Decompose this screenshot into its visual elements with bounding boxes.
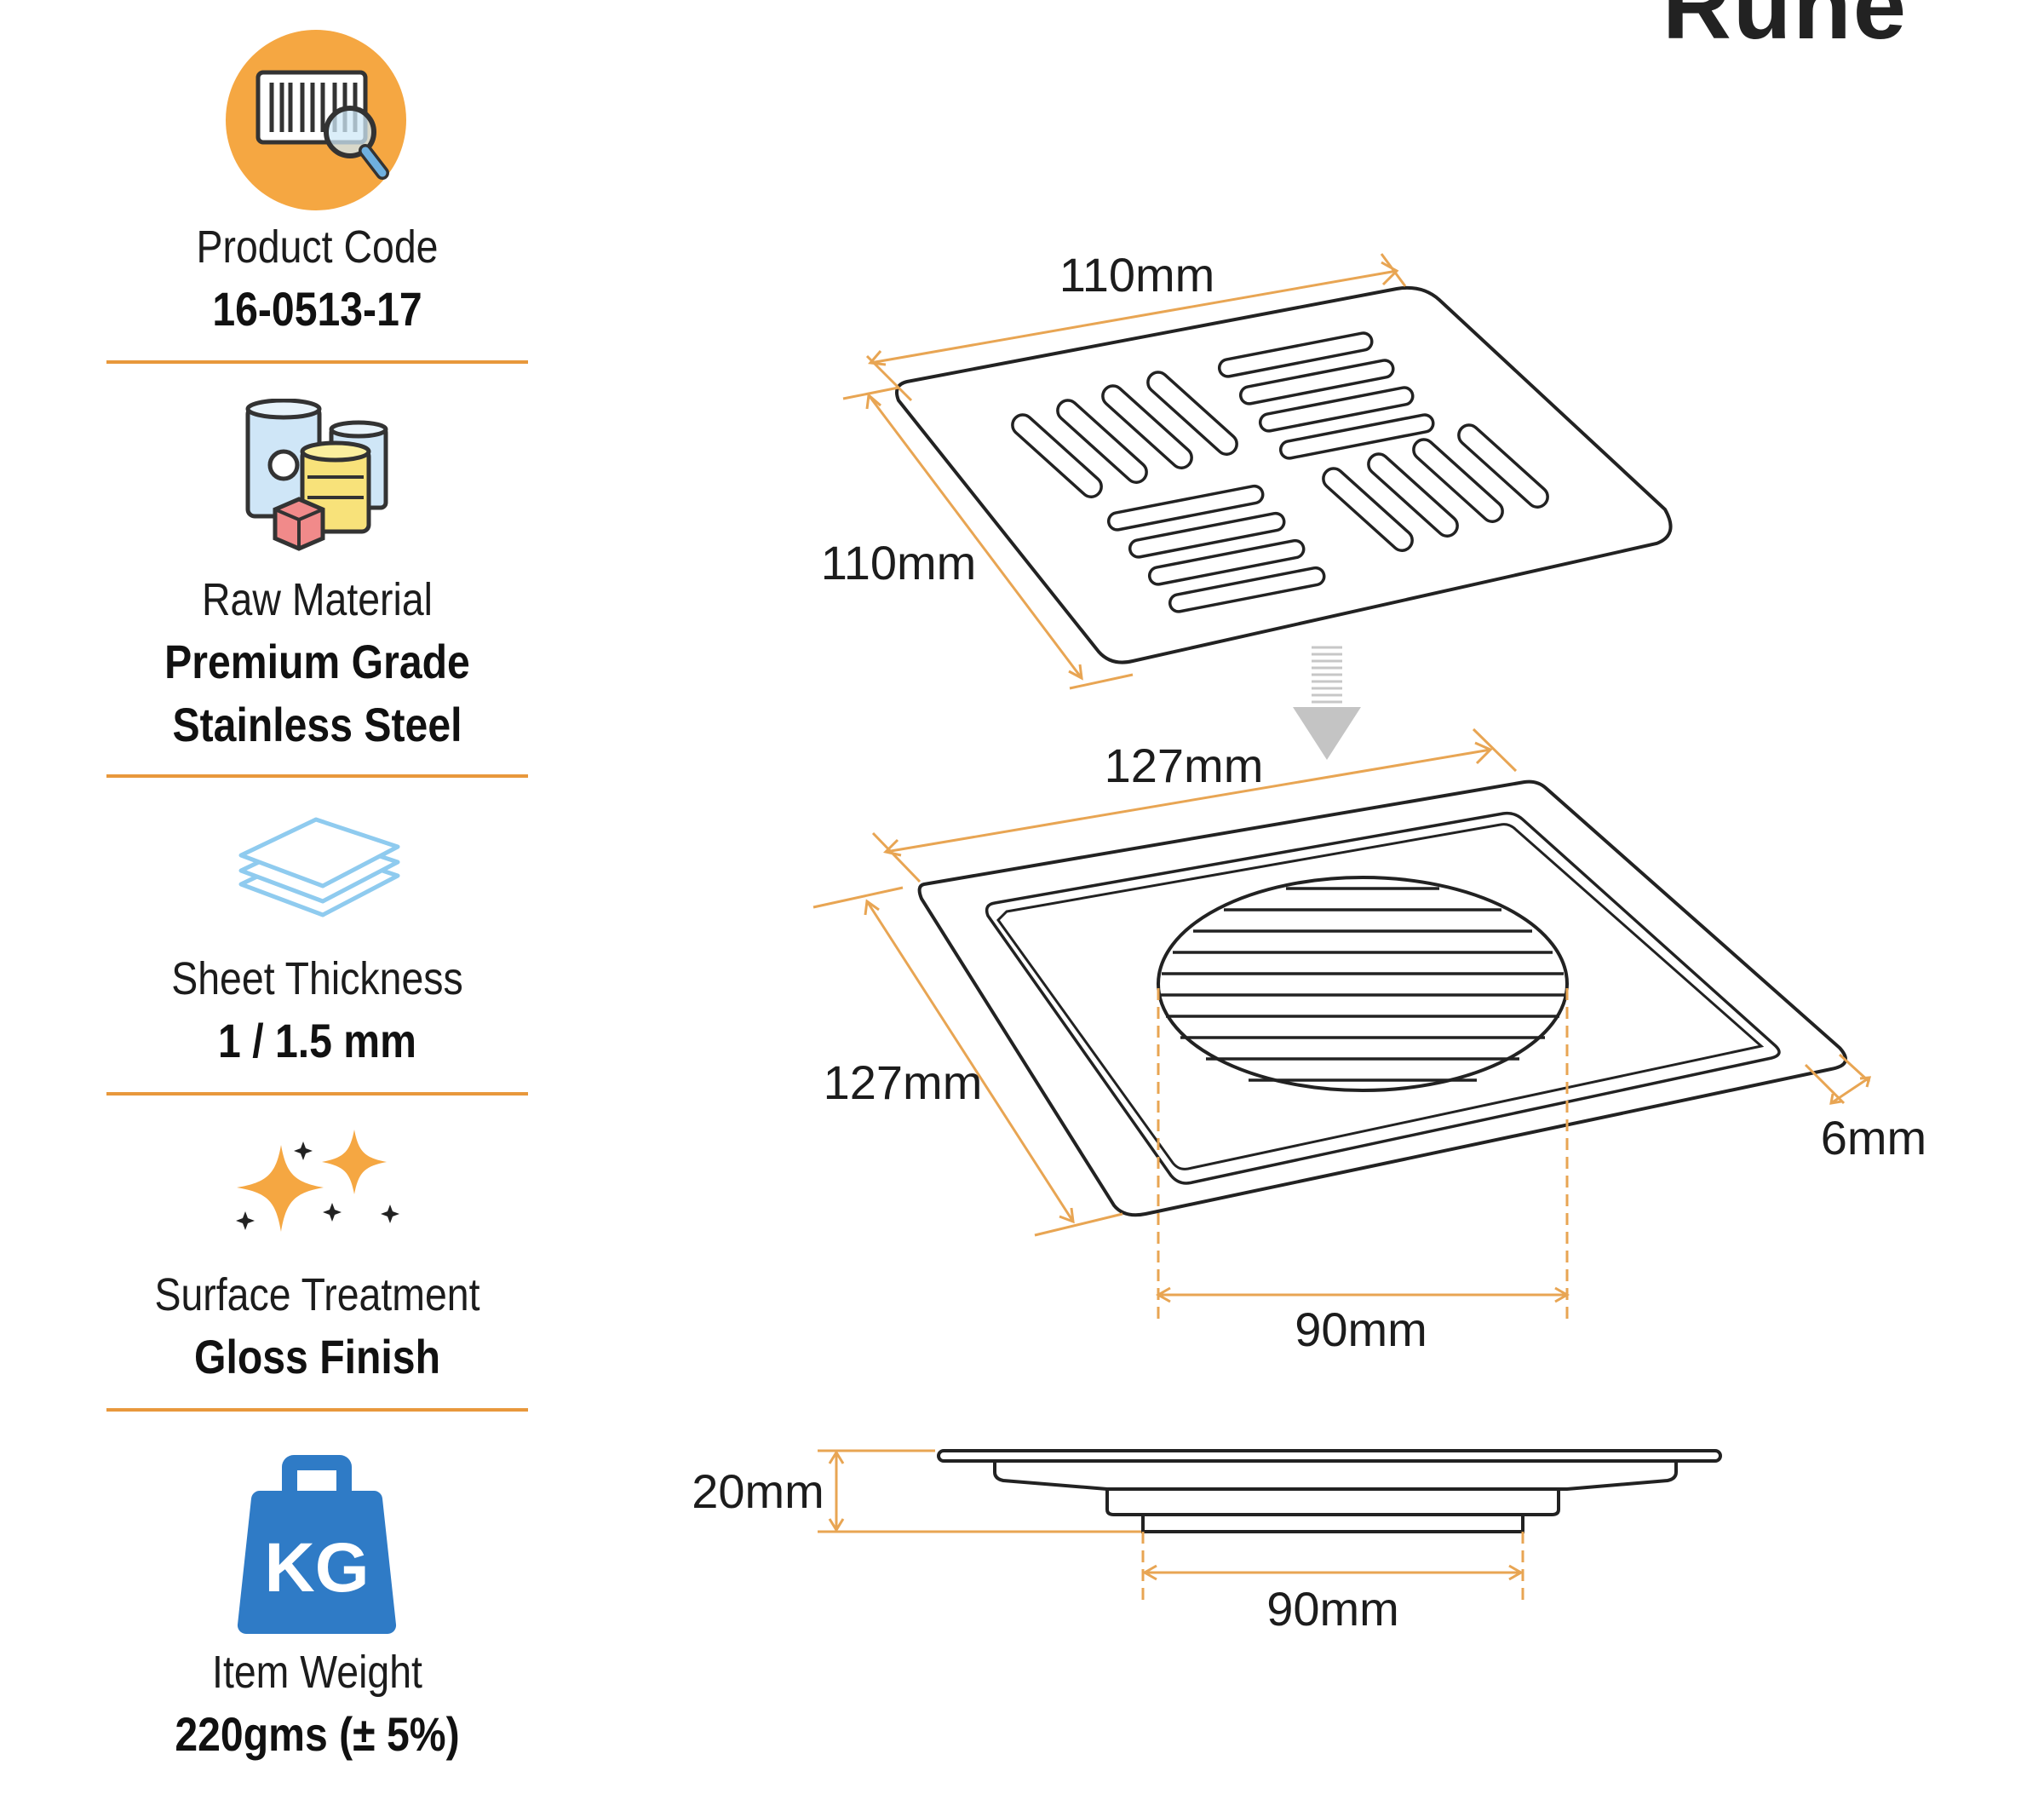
surface-treatment-label: Surface Treatment — [154, 1269, 480, 1320]
outlet-side-dimension: 90mm — [1266, 1582, 1399, 1636]
material-cans-icon — [243, 398, 396, 552]
item-weight-spec: Item Weight 220gms (± 5%) — [106, 1642, 528, 1766]
divider — [106, 360, 528, 364]
grate-plate — [895, 285, 1673, 664]
down-arrow-icon — [1293, 646, 1361, 760]
divider — [106, 1092, 528, 1096]
barcode-search-icon — [224, 28, 408, 212]
frame-length-dimension: 127mm — [824, 1055, 983, 1109]
outlet-top-dimension: 90mm — [1295, 1303, 1427, 1356]
grate-length-dimension: 110mm — [821, 536, 977, 589]
raw-material-label: Raw Material — [202, 574, 433, 625]
raw-material-value-line2: Stainless Steel — [172, 698, 462, 751]
circular-grate — [1157, 876, 1569, 1092]
sheet-layers-icon — [234, 811, 405, 930]
divider — [106, 774, 528, 778]
frame-width-dimension: 127mm — [1105, 739, 1264, 792]
kg-weight-icon: KG — [236, 1448, 398, 1637]
sheet-thickness-spec: Sheet Thickness 1 / 1.5 mm — [106, 948, 528, 1073]
raw-material-spec: Raw Material Premium Grade Stainless Ste… — [106, 569, 528, 756]
product-code-value: 16-0513-17 — [212, 282, 422, 336]
divider — [106, 1408, 528, 1412]
kg-icon-text: KG — [265, 1529, 370, 1607]
grate-dimension-lines — [842, 253, 1407, 690]
item-weight-label: Item Weight — [212, 1647, 422, 1698]
side-profile — [937, 1449, 1722, 1533]
body-height-dimension: 20mm — [692, 1464, 824, 1518]
product-code-spec: Product Code 16-0513-17 — [106, 216, 528, 341]
raw-material-value-line1: Premium Grade — [164, 635, 470, 688]
side-dimension-lines — [818, 1449, 1524, 1602]
grate-width-dimension: 110mm — [1059, 248, 1215, 302]
spec-panel: Product Code 16-0513-17 Raw Material Pre… — [0, 0, 647, 1800]
brand-logo: Rune — [1662, 0, 1908, 59]
frame-height-dimension: 6mm — [1821, 1111, 1926, 1165]
product-code-label: Product Code — [196, 221, 439, 273]
surface-treatment-value: Gloss Finish — [193, 1330, 441, 1383]
sparkle-icon — [228, 1126, 407, 1254]
sheet-thickness-label: Sheet Thickness — [171, 953, 463, 1004]
surface-treatment-spec: Surface Treatment Gloss Finish — [106, 1264, 528, 1389]
sheet-thickness-value: 1 / 1.5 mm — [218, 1014, 416, 1067]
frame-dimension-lines — [812, 727, 1872, 1325]
item-weight-value: 220gms (± 5%) — [175, 1707, 460, 1761]
